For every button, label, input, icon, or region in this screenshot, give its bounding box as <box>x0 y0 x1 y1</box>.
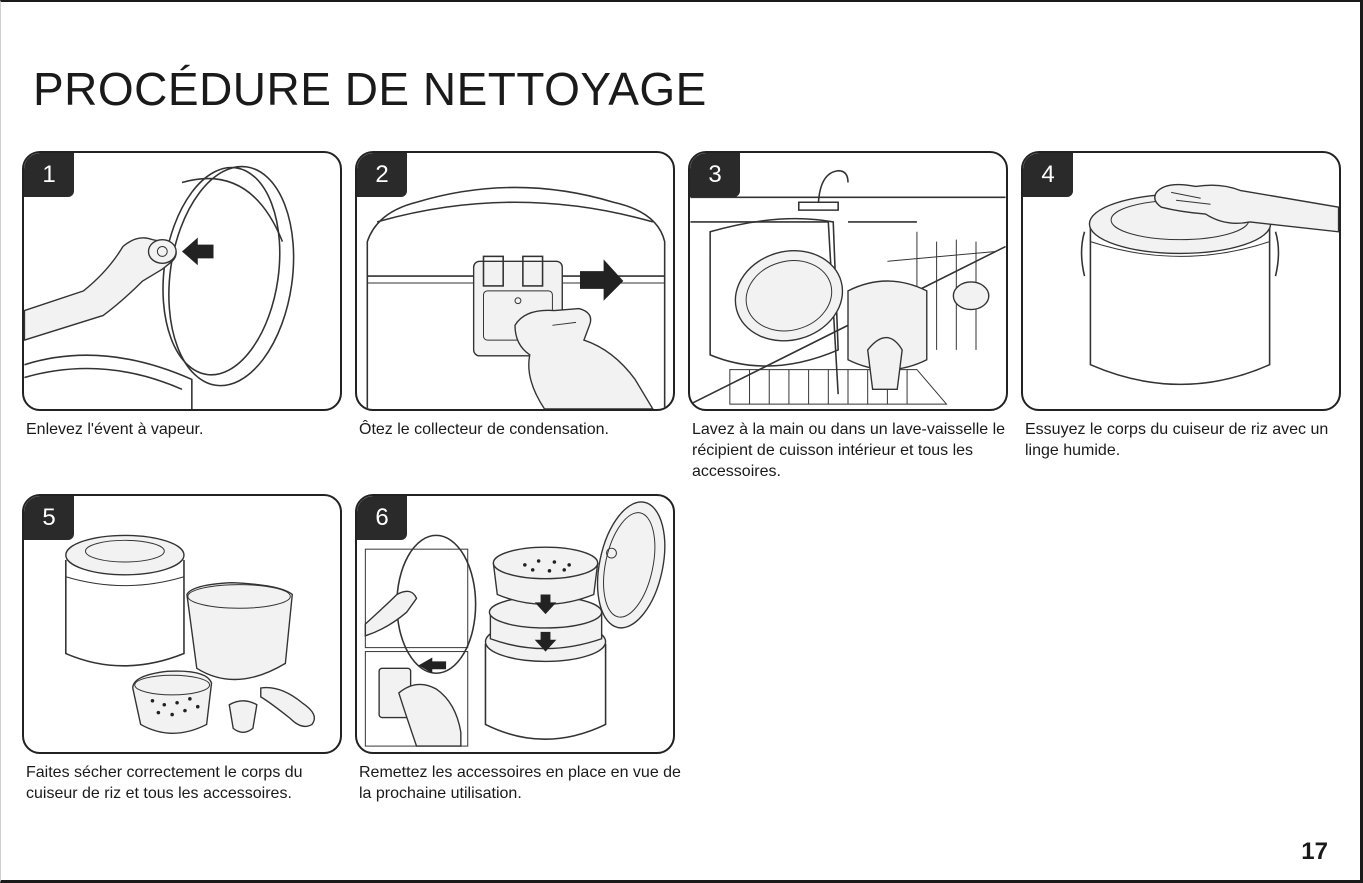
page-number: 17 <box>1301 838 1328 866</box>
page-title: PROCÉDURE DE NETTOYAGE <box>33 62 707 116</box>
step-3-illustration: 3 <box>688 151 1008 411</box>
step-6-illustration: 6 <box>355 494 675 754</box>
step-2-illustration: 2 <box>355 151 675 411</box>
step-5-illustration: 5 <box>22 494 342 754</box>
step-1-illustration: 1 <box>22 151 342 411</box>
step-1-caption: Enlevez l'évent à vapeur. <box>26 419 356 440</box>
step-4: 4 Essuyez le corps du cuiseur de riz ave… <box>1021 151 1341 461</box>
step-4-illustration: 4 <box>1021 151 1341 411</box>
step-2-caption: Ôtez le collecteur de condensation. <box>359 419 689 440</box>
step-2: 2 Ôtez le collecteur de condensation. <box>355 151 675 440</box>
step-5-number: 5 <box>24 496 74 540</box>
step-1-number: 1 <box>24 153 74 197</box>
step-2-number: 2 <box>357 153 407 197</box>
step-4-caption: Essuyez le corps du cuiseur de riz avec … <box>1025 419 1355 461</box>
step-5-caption: Faites sécher correctement le corps du c… <box>26 762 356 804</box>
step-3: 3 Lavez à la main ou dans un lave-vaisse… <box>688 151 1008 482</box>
step-3-caption: Lavez à la main ou dans un lave-vaissell… <box>692 419 1022 482</box>
step-5: 5 Faites sécher correctement le corp <box>22 494 342 804</box>
step-6-caption: Remettez les accessoires en place en vue… <box>359 762 689 804</box>
step-4-number: 4 <box>1023 153 1073 197</box>
step-6: 6 <box>355 494 675 804</box>
step-3-number: 3 <box>690 153 740 197</box>
step-6-number: 6 <box>357 496 407 540</box>
step-1: 1 Enlevez l'évent à vapeur. <box>22 151 342 440</box>
